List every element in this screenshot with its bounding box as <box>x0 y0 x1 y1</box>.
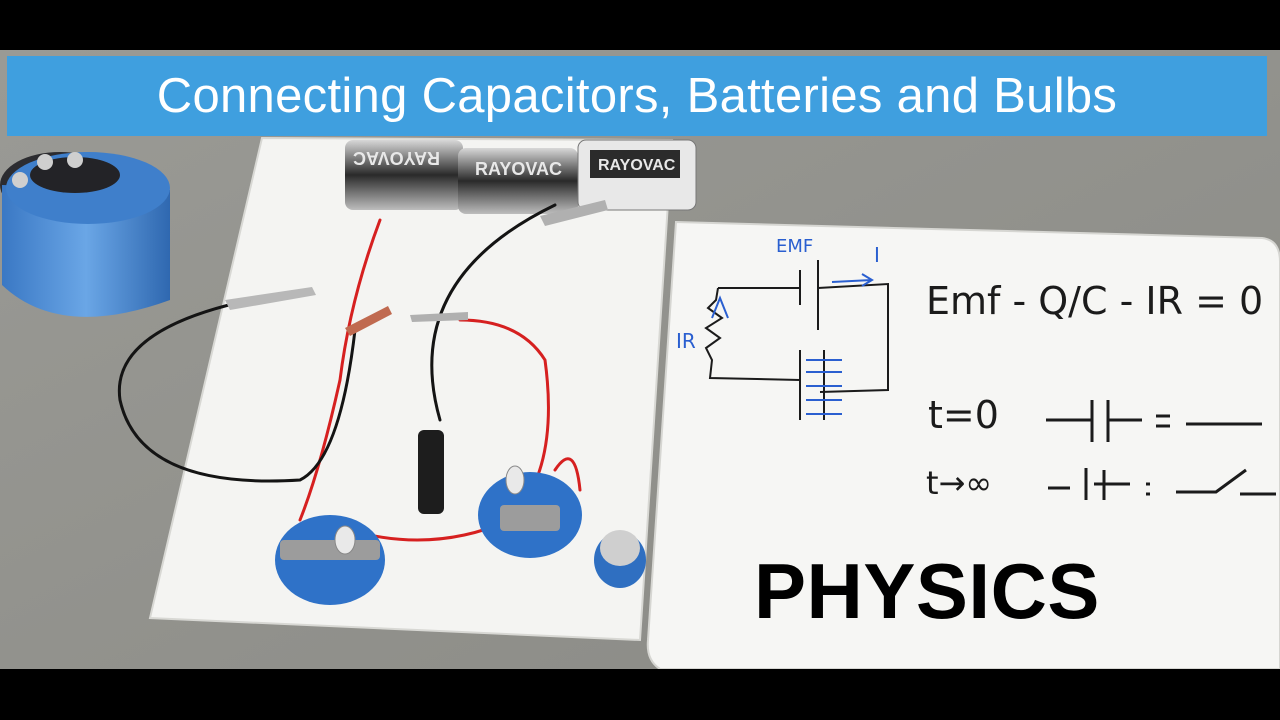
t-zero-symbols <box>1046 400 1262 442</box>
t-infinity-label: t→∞ <box>926 464 992 502</box>
alligator-clip-icon <box>225 287 316 310</box>
capacitor-icon <box>600 530 640 566</box>
video-title: Connecting Capacitors, Batteries and Bul… <box>156 69 1118 123</box>
right-whiteboard <box>646 220 1280 669</box>
t-infinity-symbols <box>1048 468 1276 500</box>
battery-1 <box>345 140 463 210</box>
bulb-icon <box>505 465 525 495</box>
svg-text:RAYOVAC: RAYOVAC <box>475 159 562 179</box>
alligator-clip-icon <box>345 306 392 336</box>
bulb-icon <box>334 525 356 555</box>
letterbox-top <box>0 0 1280 50</box>
batteries: RAYOVAC RAYOVAC RAYOVAC <box>345 139 697 214</box>
t-zero-label: t=0 <box>928 393 999 437</box>
large-capacitor <box>0 152 170 317</box>
battery-2 <box>458 148 578 214</box>
alligator-clip-icon <box>418 430 444 514</box>
alligator-clips <box>225 200 608 514</box>
svg-text:RAYOVAC: RAYOVAC <box>598 157 676 174</box>
loop-rule-equation: Emf - Q/C - IR = 0 <box>926 279 1263 323</box>
current-label: I <box>874 243 880 267</box>
ir-label: IR <box>676 329 696 353</box>
svg-text:RAYOVAC: RAYOVAC <box>353 148 440 168</box>
emf-label: EMF <box>776 236 813 257</box>
alligator-clip-icon <box>540 200 608 226</box>
letterbox-bottom <box>0 669 1280 720</box>
current-arrows <box>711 273 874 415</box>
small-capacitor <box>594 530 646 588</box>
bulb-holder-right <box>478 465 582 558</box>
alligator-clip-icon <box>410 312 468 322</box>
title-banner: Connecting Capacitors, Batteries and Bul… <box>7 56 1267 136</box>
bulb-holder-left <box>275 515 385 605</box>
circuit-diagram <box>704 260 889 420</box>
subject-label: PHYSICS <box>754 547 1100 635</box>
lab-photo: RAYOVAC RAYOVAC RAYOVAC <box>0 50 1280 669</box>
